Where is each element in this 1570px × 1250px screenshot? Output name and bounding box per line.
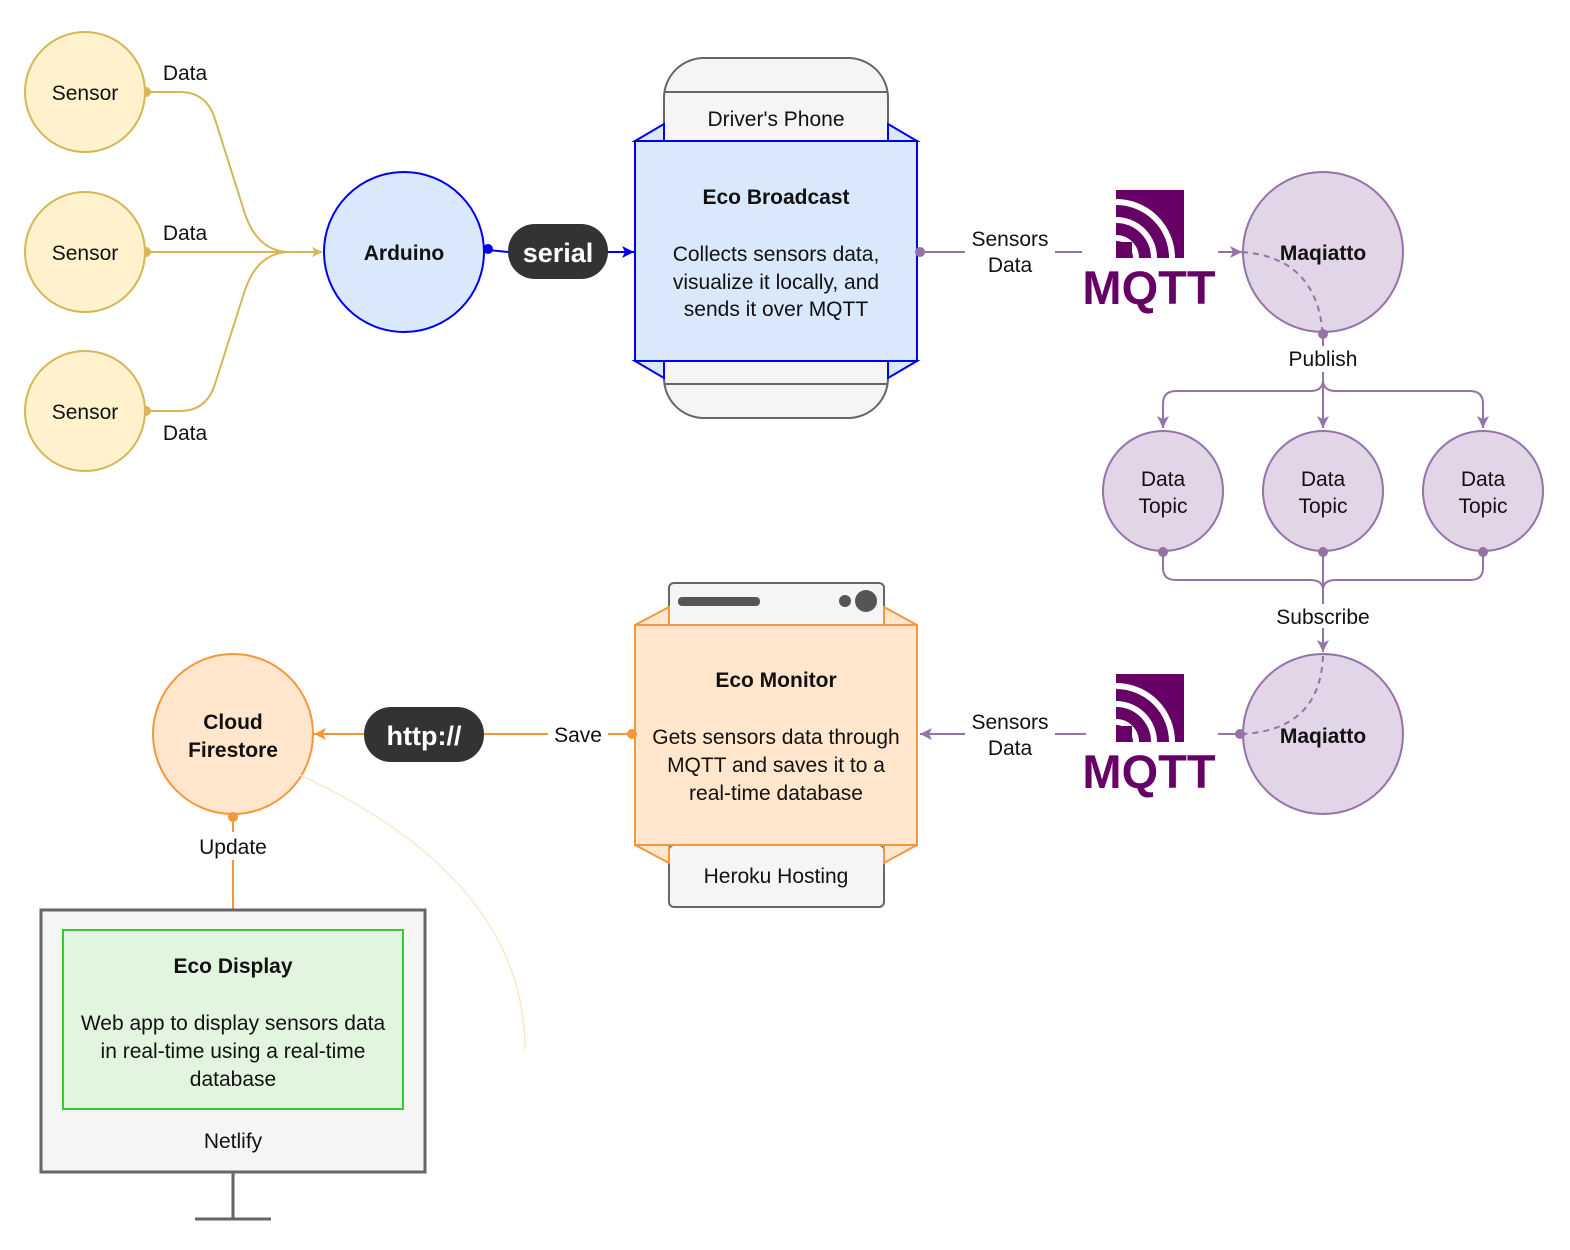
sensors-data-label: Data [988, 737, 1033, 760]
mqtt-wave-icon [1115, 674, 1184, 743]
topic-label: Topic [1138, 495, 1187, 518]
arduino-label: Arduino [364, 242, 444, 265]
eco-monitor-desc: Gets sensors data through [652, 726, 899, 749]
firestore-node: Cloud Firestore [152, 653, 314, 815]
serial-pill: serial [508, 224, 608, 279]
mqtt-text: MQTT [1082, 261, 1215, 314]
sensors-data-label: Sensors [971, 711, 1048, 734]
arduino-node: Arduino [323, 171, 485, 333]
sensor-node-1: Sensor [24, 31, 146, 153]
sensor-label: Sensor [52, 82, 119, 105]
topic-label: Topic [1298, 495, 1347, 518]
save-label: Save [554, 724, 602, 747]
subscribe-label: Subscribe [1276, 606, 1369, 629]
eco-monitor-box [634, 624, 918, 846]
mqtt-text: MQTT [1082, 745, 1215, 798]
topic-label: Data [1141, 468, 1186, 491]
publish-label: Publish [1289, 348, 1358, 371]
server-led-icon [839, 595, 851, 607]
sensor-edge-1 [146, 91, 322, 257]
broker-label: Maqiatto [1280, 725, 1366, 748]
topic-label: Topic [1458, 495, 1507, 518]
eco-broadcast-title: Eco Broadcast [702, 186, 849, 209]
eco-display-title: Eco Display [173, 955, 292, 978]
heroku-label: Heroku Hosting [704, 865, 849, 888]
faint-curve [299, 774, 526, 1051]
broker-node-bottom: Maqiatto [1241, 653, 1404, 815]
netlify-label: Netlify [204, 1130, 263, 1153]
topic-node-3: Data Topic [1422, 430, 1544, 552]
eco-display-desc: in real-time using a real-time [101, 1040, 366, 1063]
sensors-data-label: Data [988, 254, 1033, 277]
broker-label: Maqiatto [1280, 242, 1366, 265]
eco-display-box [62, 929, 404, 1110]
sensor-edges [146, 91, 322, 412]
eco-broadcast-box [634, 140, 918, 362]
firestore-label: Cloud [203, 711, 262, 734]
sensors-data-label: Sensors [971, 228, 1048, 251]
http-pill: http:// [364, 707, 484, 762]
sensor-label: Sensor [52, 401, 119, 424]
topic-node-1: Data Topic [1102, 430, 1224, 552]
eco-broadcast-desc: Collects sensors data, [673, 243, 880, 266]
mqtt-logo-bottom: MQTT [1082, 674, 1216, 798]
topic-node-2: Data Topic [1262, 430, 1384, 552]
eco-display-desc: Web app to display sensors data [81, 1012, 386, 1035]
sensor-edge-label: Data [163, 422, 208, 445]
eco-broadcast-desc: sends it over MQTT [684, 298, 869, 321]
sensor-label: Sensor [52, 242, 119, 265]
topic-label: Data [1301, 468, 1346, 491]
eco-display-desc: database [190, 1068, 276, 1091]
topic-label: Data [1461, 468, 1506, 491]
eco-monitor-title: Eco Monitor [715, 669, 836, 692]
sensor-edge-3 [146, 251, 291, 412]
subscribe-edges [1162, 552, 1484, 652]
server-device: Eco Monitor Gets sensors data through MQ… [634, 582, 918, 908]
sensor-edge-label: Data [163, 62, 208, 85]
display-device: Eco Display Web app to display sensors d… [39, 908, 427, 1221]
phone-top-label: Driver's Phone [707, 108, 844, 131]
eco-broadcast-desc: visualize it locally, and [673, 271, 879, 294]
serial-label: serial [523, 238, 594, 268]
server-slot-icon [678, 597, 760, 606]
eco-monitor-desc: real-time database [689, 782, 863, 805]
server-button-icon [855, 590, 877, 612]
sensor-node-3: Sensor [24, 350, 146, 472]
update-label: Update [199, 836, 267, 859]
sensor-edge-label: Data [163, 222, 208, 245]
eco-monitor-desc: MQTT and saves it to a [667, 754, 885, 777]
http-label: http:// [387, 721, 462, 751]
sensor-node-2: Sensor [24, 191, 146, 313]
firestore-label: Firestore [188, 739, 278, 762]
mqtt-wave-icon [1115, 190, 1184, 259]
phone-device: Driver's Phone Eco Broadcast Collects se… [631, 57, 921, 419]
broker-node-top: Maqiatto [1241, 171, 1404, 341]
mqtt-logo-top: MQTT [1082, 190, 1216, 314]
